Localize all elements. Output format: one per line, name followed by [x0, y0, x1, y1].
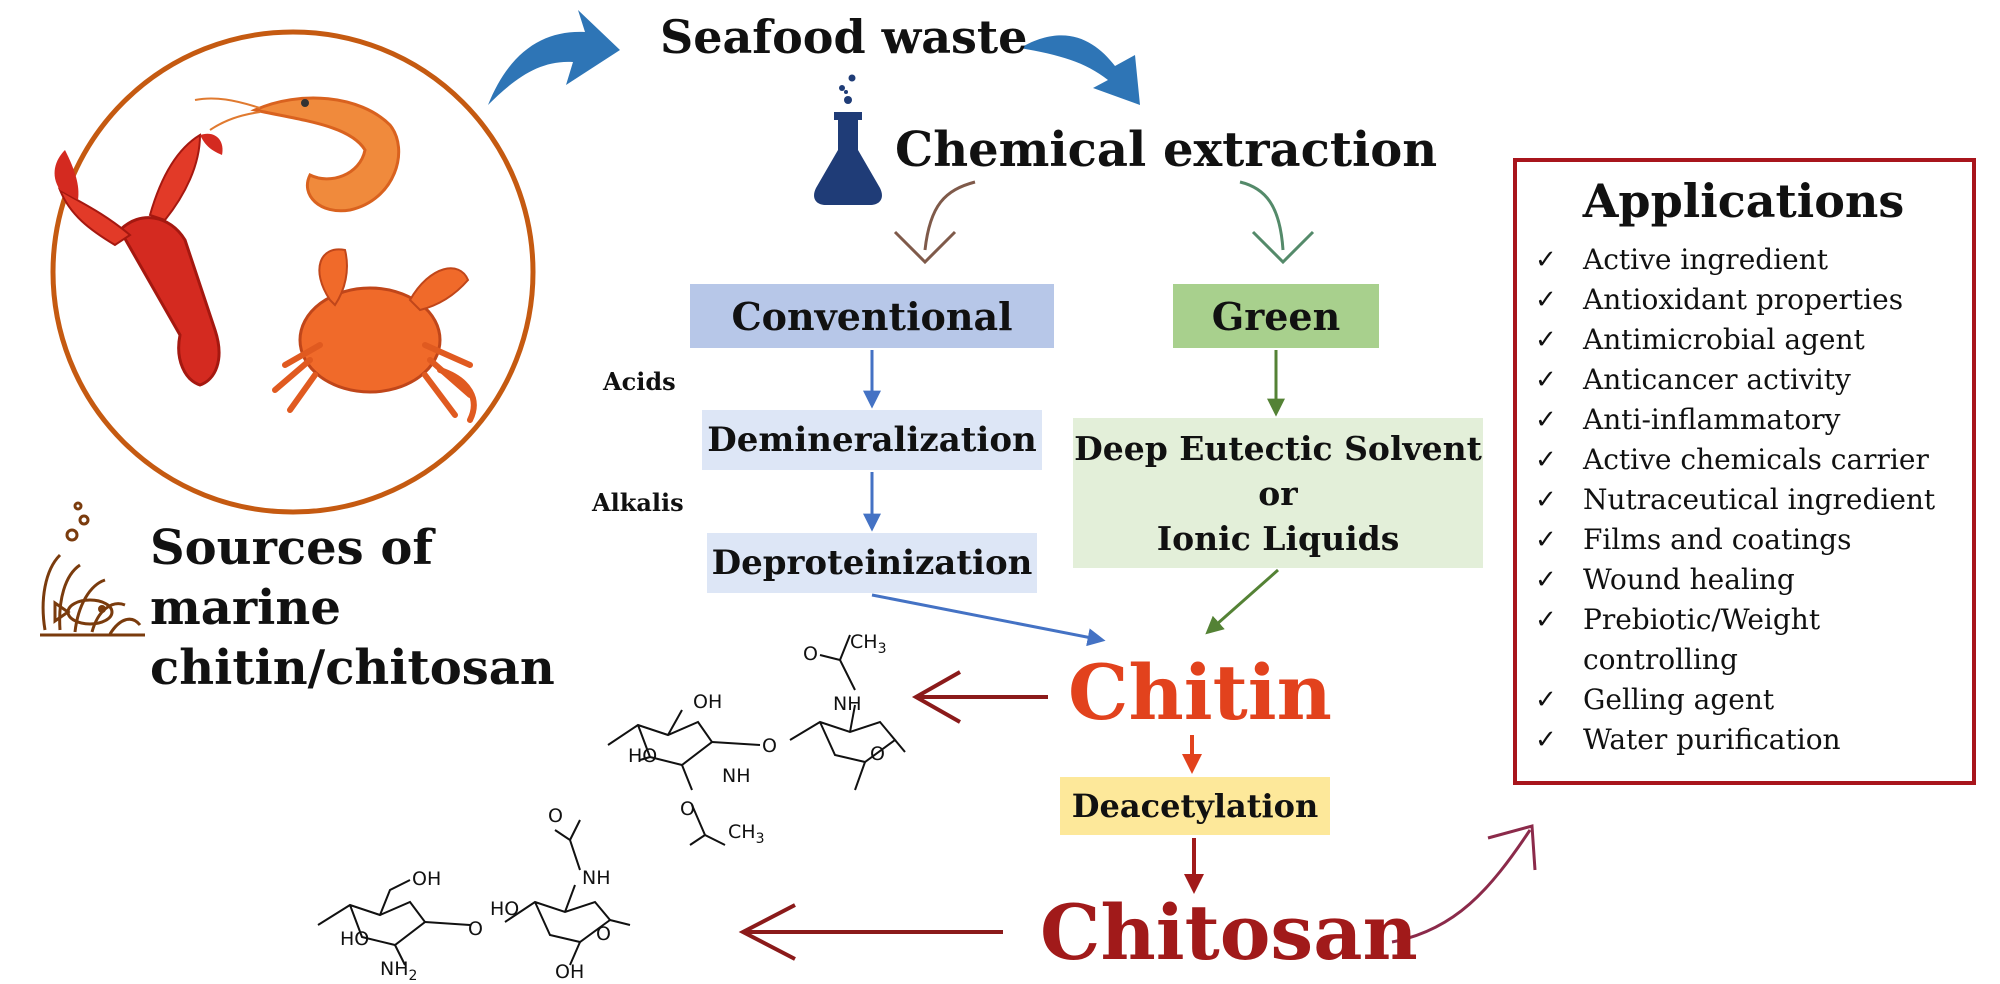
demineralization-box: Demineralization [702, 410, 1042, 470]
checkmark-icon: ✓ [1535, 525, 1557, 555]
chem-oh-label: OH [412, 868, 441, 890]
checkmark-icon: ✓ [1535, 685, 1557, 715]
chem-o-label: O [596, 923, 611, 945]
chemical-extraction-title: Chemical extraction [895, 122, 1438, 178]
arrow-des-chitin [1205, 568, 1279, 635]
list-item: ✓Anticancer activity [1535, 360, 1952, 400]
checkmark-icon: ✓ [1535, 565, 1557, 595]
arrow-chitosan-applications [1391, 824, 1537, 944]
list-item: ✓Anti-inflammatory [1535, 400, 1952, 440]
green-box: Green [1173, 284, 1379, 348]
chitosan-structure-labels: OH HO NH2 O HO NH O O OH [340, 805, 611, 984]
chem-o-label: O [762, 735, 777, 757]
chem-o-label: O [548, 805, 563, 827]
chitin-structure [607, 634, 906, 846]
deacetylation-box: Deacetylation [1060, 777, 1330, 835]
chem-o-label: O [468, 918, 483, 940]
list-item: ✓Films and coatings [1535, 520, 1952, 560]
checkmark-icon: ✓ [1535, 405, 1557, 435]
chem-nh2-label: NH2 [380, 958, 417, 984]
chem-ho-label: HO [340, 928, 369, 950]
curved-arrow-right [1020, 35, 1140, 105]
checkmark-icon: ✓ [1535, 485, 1557, 515]
flask-icon [814, 74, 882, 205]
list-item: ✓Prebiotic/Weight controlling [1535, 600, 1952, 680]
curved-arrow-left [488, 10, 620, 105]
sources-circle [50, 29, 536, 515]
chem-nh-label: NH [582, 867, 611, 889]
sources-line2: chitin/chitosan [150, 640, 555, 696]
chem-nh-label: NH [722, 765, 751, 787]
chitosan-structure [317, 819, 631, 966]
chitin-label: Chitin [1068, 648, 1332, 737]
checkmark-icon: ✓ [1535, 325, 1557, 355]
shrimp-illustration [194, 96, 401, 213]
list-item: ✓Wound healing [1535, 560, 1952, 600]
des-ionic-liquids-box: Deep Eutectic Solvent or Ionic Liquids [1073, 418, 1483, 568]
sources-line1: Sources of marine [150, 520, 434, 636]
applications-title: Applications [1582, 174, 1905, 228]
chem-ho-label: HO [490, 898, 519, 920]
chem-o-label: O [680, 798, 695, 820]
chitosan-label: Chitosan [1040, 888, 1418, 977]
arrow-chitosan-structure [738, 903, 1003, 961]
checkmark-icon: ✓ [1535, 445, 1557, 475]
checkmark-icon: ✓ [1535, 725, 1557, 755]
chem-ch3-label: CH3 [850, 631, 886, 657]
checkmark-icon: ✓ [1535, 365, 1557, 395]
crab-illustration [272, 248, 477, 423]
chem-oh-label: OH [555, 961, 584, 983]
des-line3: Ionic Liquids [1156, 518, 1400, 558]
coral-fish-icon [40, 501, 145, 637]
split-arrow-green [1239, 180, 1315, 265]
list-item: ✓Antioxidant properties [1535, 280, 1952, 320]
deproteinization-box: Deproteinization [707, 533, 1037, 593]
chem-oh-label: OH [693, 691, 722, 713]
chem-ch3-label: CH3 [728, 821, 764, 847]
acids-label: Acids [603, 367, 676, 396]
seafood-waste-title: Seafood waste [660, 10, 1028, 64]
checkmark-icon: ✓ [1535, 285, 1557, 315]
list-item: ✓Water purification [1535, 720, 1952, 760]
conventional-box: Conventional [690, 284, 1054, 348]
list-item: ✓Antimicrobial agent [1535, 320, 1952, 360]
chitin-structure-labels: OH HO O NH NH O CH3 O O CH3 [628, 631, 886, 847]
list-item: ✓Nutraceutical ingredient [1535, 480, 1952, 520]
lobster-illustration [54, 133, 223, 387]
sources-label: Sources of marine chitin/chitosan [150, 518, 610, 698]
applications-panel: Applications ✓Active ingredient ✓Antioxi… [1513, 158, 1976, 785]
alkalis-label: Alkalis [592, 488, 684, 517]
checkmark-icon: ✓ [1535, 245, 1557, 275]
arrow-deprot-chitin [871, 593, 1106, 647]
list-item: ✓Gelling agent [1535, 680, 1952, 720]
des-line1: Deep Eutectic Solvent [1074, 428, 1482, 468]
applications-list: ✓Active ingredient ✓Antioxidant properti… [1535, 240, 1952, 760]
list-item: ✓Active chemicals carrier [1535, 440, 1952, 480]
des-line2: or [1258, 473, 1298, 513]
chem-o-label: O [870, 743, 885, 765]
chem-o-label: O [803, 643, 818, 665]
chem-nh-label: NH [833, 693, 862, 715]
list-item: ✓Active ingredient [1535, 240, 1952, 280]
checkmark-icon: ✓ [1535, 605, 1557, 635]
arrow-chitin-structure [911, 670, 1048, 724]
split-arrow-conventional [893, 180, 976, 265]
chem-ho-label: HO [628, 745, 657, 767]
